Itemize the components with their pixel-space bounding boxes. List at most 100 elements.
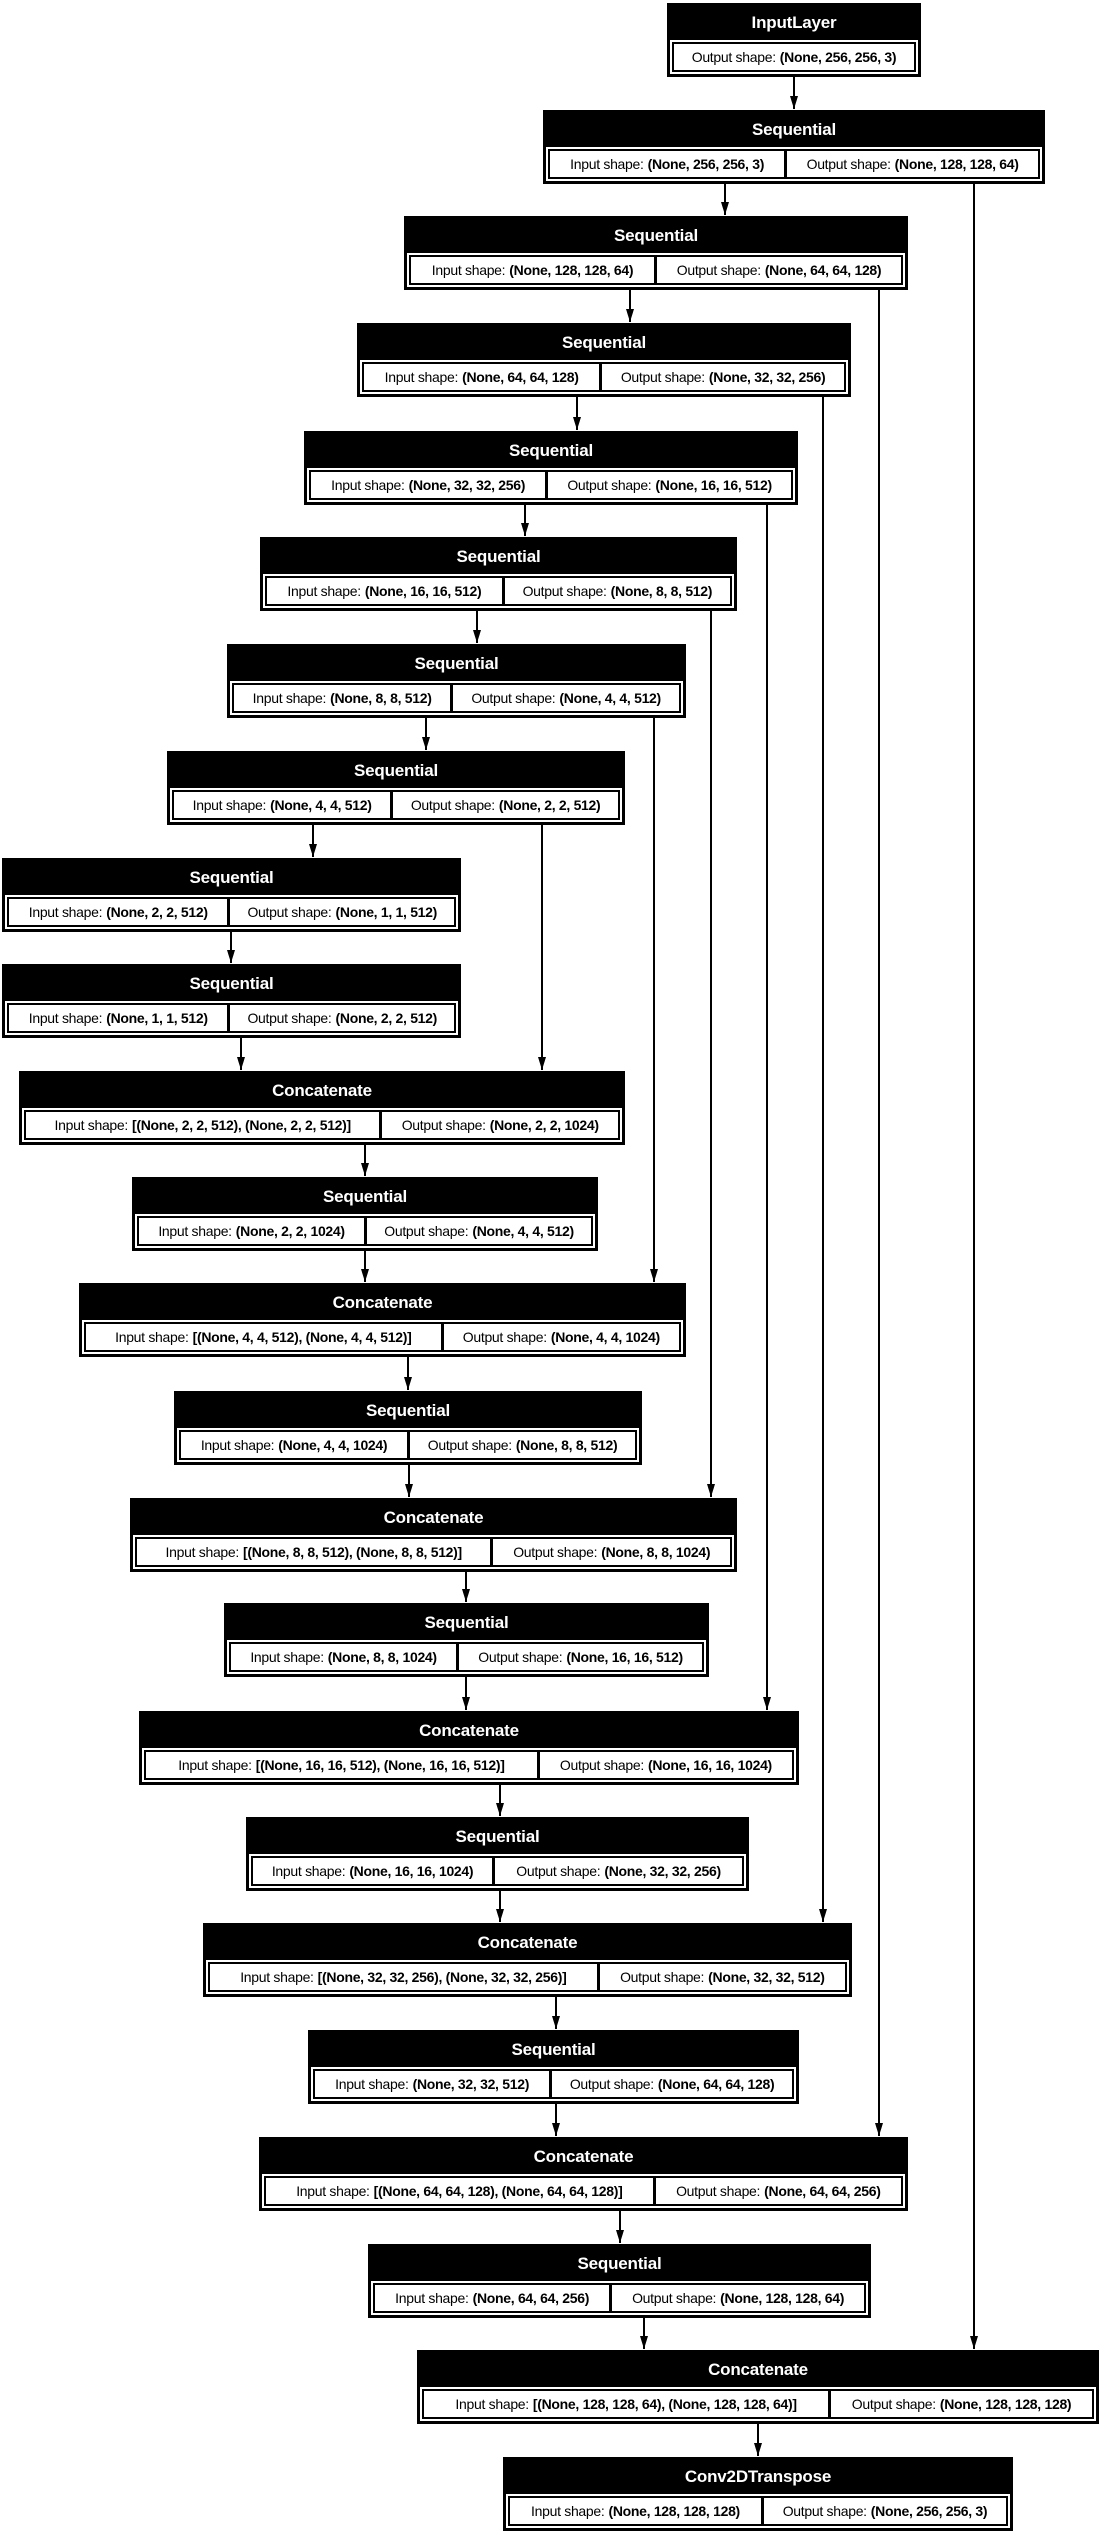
shape-label: Input shape: (54, 1117, 129, 1133)
shape-value: [(None, 2, 2, 512), (None, 2, 2, 512)] (132, 1117, 351, 1133)
layer-type-label: InputLayer (751, 13, 837, 32)
shape-value: (None, 8, 8, 512) (610, 583, 713, 599)
shape-value: (None, 1, 1, 512) (335, 904, 438, 920)
layer-type-label: Concatenate (477, 1933, 578, 1952)
shape-label: Output shape: (384, 1223, 469, 1239)
shape-label: Output shape: (401, 1117, 486, 1133)
shape-label: Input shape: (250, 1649, 324, 1665)
shape-label: Input shape: (395, 2290, 469, 2306)
shape-label: Output shape: (691, 49, 776, 65)
input-shape-cell: Input shape:(None, 128, 128, 128) (510, 2498, 761, 2524)
layer-type-label: Sequential (511, 2040, 596, 2059)
shape-label: Output shape: (478, 1649, 563, 1665)
layer-type-label: Sequential (354, 761, 438, 780)
shape-label: Output shape: (632, 2290, 717, 2306)
shape-value: (None, 256, 256, 3) (870, 2503, 988, 2519)
shape-value: (None, 8, 8, 1024) (327, 1649, 437, 1665)
shape-label: Input shape: (115, 1329, 189, 1345)
input-shape-cell: Input shape:(None, 8, 8, 512) (234, 685, 451, 711)
output-shape-cell: Output shape:(None, 16, 16, 512) (545, 472, 791, 498)
shape-value: (None, 2, 2, 1024) (489, 1117, 599, 1133)
input-shape-cell: Input shape:(None, 2, 2, 1024) (139, 1218, 365, 1244)
input-shape-cell: Input shape:[(None, 128, 128, 64), (None… (424, 2391, 829, 2417)
shape-label: Input shape: (331, 477, 405, 493)
layer-type-label: Concatenate (533, 2147, 634, 2166)
input-shape-cell: Input shape:(None, 64, 64, 128) (364, 364, 600, 390)
output-shape-cell: Output shape:(None, 8, 8, 512) (407, 1432, 635, 1458)
shape-label: Output shape: (513, 1544, 598, 1560)
shape-value: (None, 16, 16, 512) (364, 583, 482, 599)
shape-label: Output shape: (676, 262, 761, 278)
output-shape-cell: Output shape:(None, 2, 2, 512) (390, 792, 618, 818)
output-shape-cell: Output shape:(None, 256, 256, 3) (760, 2498, 1006, 2524)
shape-label: Output shape: (522, 583, 607, 599)
output-shape-cell: Output shape:(None, 8, 8, 1024) (490, 1539, 730, 1565)
shape-value: (None, 8, 8, 512) (515, 1437, 618, 1453)
shape-value: [(None, 8, 8, 512), (None, 8, 8, 512)] (243, 1544, 462, 1560)
input-shape-cell: Input shape:[(None, 64, 64, 128), (None,… (266, 2178, 653, 2204)
output-shape-cell: Output shape:(None, 16, 16, 1024) (536, 1752, 792, 1778)
shape-value: (None, 32, 32, 512) (708, 1969, 825, 1985)
shape-value: (None, 128, 128, 128) (939, 2396, 1072, 2412)
shape-label: Output shape: (471, 690, 556, 706)
output-shape-cell: Output shape:(None, 32, 32, 256) (492, 1858, 742, 1884)
shape-value: (None, 256, 256, 3) (779, 49, 897, 65)
shape-value: (None, 64, 64, 128) (764, 262, 882, 278)
layer-type-label: Sequential (509, 441, 593, 460)
output-shape-cell: Output shape:(None, 128, 128, 128) (828, 2391, 1092, 2417)
input-shape-cell: Input shape:[(None, 32, 32, 256), (None,… (210, 1964, 597, 1990)
input-shape-cell: Input shape:(None, 32, 32, 256) (311, 472, 546, 498)
shape-value: (None, 2, 2, 512) (335, 1010, 438, 1026)
shape-label: Output shape: (247, 1010, 332, 1026)
layer-type-label: Sequential (614, 226, 698, 245)
shape-label: Input shape: (296, 2183, 370, 2199)
input-shape-cell: Input shape:(None, 16, 16, 1024) (253, 1858, 493, 1884)
shape-label: Input shape: (178, 1757, 252, 1773)
shape-value: (None, 32, 32, 256) (408, 477, 526, 493)
shape-label: Output shape: (620, 369, 705, 385)
shape-label: Input shape: (271, 1863, 346, 1879)
shape-label: Input shape: (240, 1969, 314, 1985)
output-shape-cell: Output shape:(None, 2, 2, 1024) (379, 1112, 618, 1138)
shape-label: Output shape: (559, 1757, 644, 1773)
shape-label: Input shape: (287, 583, 361, 599)
output-shape-cell: Output shape:(None, 2, 2, 512) (227, 1005, 454, 1031)
shape-label: Input shape: (28, 904, 103, 920)
shape-label: Output shape: (410, 797, 495, 813)
shape-value: [(None, 128, 128, 64), (None, 128, 128, … (532, 2396, 797, 2412)
input-shape-cell: Input shape:(None, 4, 4, 512) (174, 792, 391, 818)
input-shape-cell: Input shape:(None, 64, 64, 256) (375, 2285, 610, 2311)
shape-value: (None, 2, 2, 512) (106, 904, 208, 920)
layer-type-label: Sequential (414, 654, 499, 673)
layer-type-label: Sequential (189, 868, 274, 887)
layer-type-label: Concatenate (272, 1081, 372, 1100)
output-shape-cell: Output shape:(None, 1, 1, 512) (227, 899, 454, 925)
shape-value: (None, 128, 128, 64) (894, 156, 1019, 172)
shape-value: (None, 128, 128, 64) (720, 2290, 845, 2306)
shape-label: Output shape: (676, 2183, 761, 2199)
output-shape-cell: Output shape:(None, 4, 4, 1024) (440, 1324, 679, 1350)
input-shape-cell: Input shape:[(None, 8, 8, 512), (None, 8… (137, 1539, 491, 1565)
shape-value: [(None, 64, 64, 128), (None, 64, 64, 128… (373, 2183, 623, 2199)
shape-value: (None, 1, 1, 512) (106, 1010, 208, 1026)
input-shape-cell: Input shape:(None, 32, 32, 512) (315, 2071, 550, 2097)
output-shape-cell: Output shape:(None, 16, 16, 512) (456, 1644, 702, 1670)
shape-label: Output shape: (247, 904, 332, 920)
shape-value: (None, 32, 32, 256) (708, 369, 826, 385)
output-shape-cell: Output shape:(None, 4, 4, 512) (364, 1218, 591, 1244)
shape-label: Output shape: (462, 1329, 547, 1345)
shape-value: [(None, 32, 32, 256), (None, 32, 32, 256… (317, 1969, 567, 1985)
input-shape-cell: Input shape:[(None, 4, 4, 512), (None, 4… (86, 1324, 441, 1350)
shape-value: (None, 2, 2, 512) (498, 797, 601, 813)
